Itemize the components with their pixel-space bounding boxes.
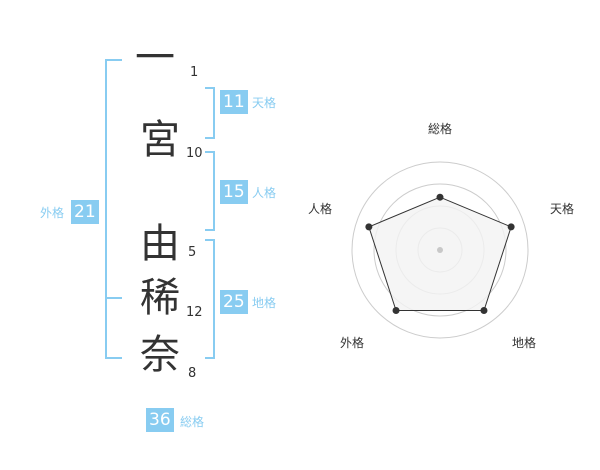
chikaku-bracket [205, 239, 215, 359]
name-char-5: 奈 [140, 332, 180, 378]
chikaku-label: 地格 [252, 296, 277, 310]
stroke-count-2: 10 [186, 146, 203, 161]
stroke-count-4: 12 [186, 305, 203, 320]
stroke-count-3: 5 [188, 245, 197, 260]
gaikaku-label: 外格 [40, 206, 65, 220]
radar-ring-4 [351, 161, 529, 339]
tenkaku-value: 11 [220, 90, 248, 114]
radar-point-4 [392, 307, 400, 315]
radar-label-tenkaku: 天格 [549, 202, 574, 216]
radar-ring-3 [373, 183, 507, 317]
name-char-2: 宮 [140, 117, 180, 163]
stroke-count-5: 8 [188, 366, 197, 381]
gaikaku-bracket [105, 59, 122, 359]
radar-point-1 [436, 193, 444, 201]
name-char-3: 由 [140, 221, 180, 267]
jinkaku-bracket [205, 151, 215, 231]
radar-center-dot [437, 247, 443, 253]
radar-label-gaikaku: 外格 [339, 336, 364, 350]
jinkaku-value: 15 [220, 180, 248, 204]
tenkaku-bracket [205, 87, 215, 139]
name-char-1: 一 [135, 35, 175, 81]
soukaku-value: 36 [146, 408, 174, 432]
soukaku-label: 総格 [180, 415, 205, 429]
stroke-count-1: 1 [190, 65, 199, 80]
radar-series-polygon [368, 196, 512, 312]
chikaku-value: 25 [220, 290, 248, 314]
name-char-4: 稀 [140, 275, 180, 321]
radar-label-chikaku: 地格 [511, 336, 536, 350]
gaikaku-value: 21 [71, 200, 99, 224]
radar-point-3 [480, 307, 488, 315]
jinkaku-label: 人格 [252, 186, 277, 200]
radar-label-soukaku: 総格 [427, 122, 452, 136]
radar-label-jinkaku: 人格 [307, 202, 332, 216]
radar-point-5 [365, 223, 373, 231]
tenkaku-label: 天格 [252, 96, 277, 110]
radar-point-2 [507, 223, 515, 231]
